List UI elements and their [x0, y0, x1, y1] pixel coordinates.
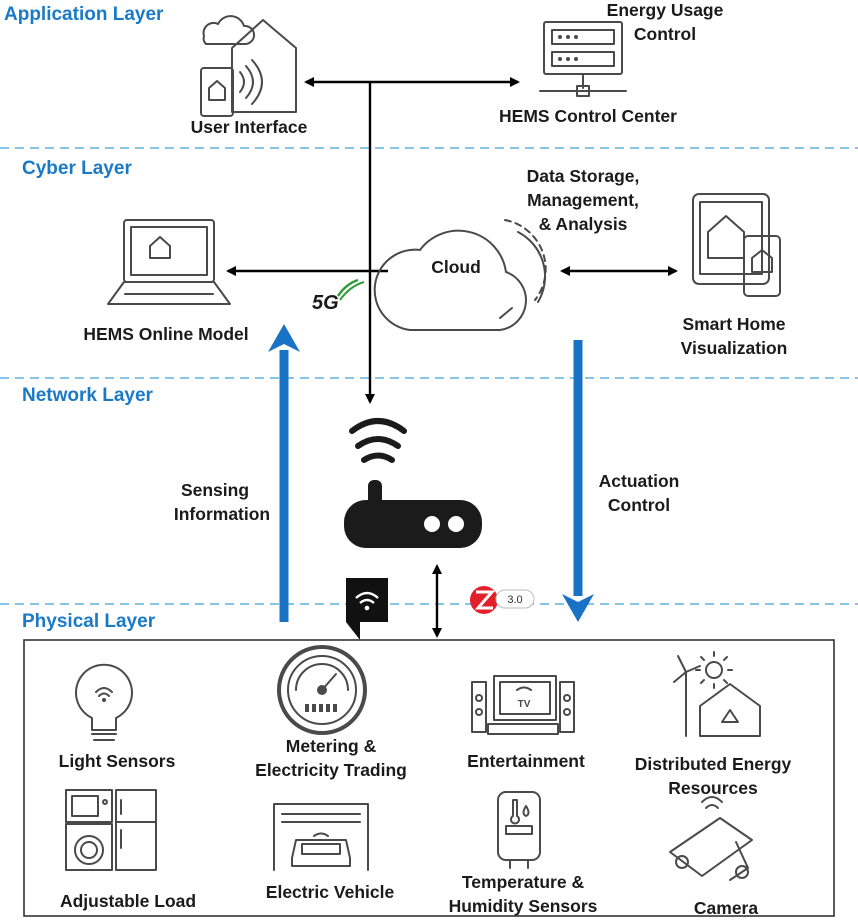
smart-home-label-2: Visualization — [681, 338, 788, 358]
user-interface-icon — [200, 15, 297, 117]
metering-label-2: Electricity Trading — [255, 760, 407, 780]
electric-vehicle-label: Electric Vehicle — [266, 882, 395, 902]
cloud-icon — [373, 219, 547, 331]
smart-home-label-1: Smart Home — [682, 314, 785, 334]
wifi-badge — [346, 578, 388, 640]
distributed-energy-label-1: Distributed Energy — [635, 754, 792, 774]
temperature-label-1: Temperature & — [462, 872, 585, 892]
tv-label: TV — [518, 699, 531, 710]
camera-label: Camera — [694, 898, 758, 918]
zigbee-version: 3.0 — [507, 594, 522, 606]
network-layer-title: Network Layer — [22, 385, 154, 406]
temperature-label-2: Humidity Sensors — [449, 896, 598, 916]
sensing-arrow-head — [268, 324, 300, 352]
cyber-layer-title: Cyber Layer — [22, 158, 132, 179]
physical-devices-box — [23, 639, 835, 917]
energy-usage-label-2: Control — [634, 24, 696, 44]
sensing-label-2: Information — [174, 504, 270, 524]
actuation-label-1: Actuation — [599, 471, 680, 491]
adjustable-load-label: Adjustable Load — [60, 891, 196, 911]
entertainment-label: Entertainment — [467, 751, 585, 771]
actuation-arrow-head — [562, 594, 594, 622]
zigbee-badge: 3.0 — [470, 586, 535, 614]
router-icon — [344, 418, 482, 548]
water-heater-sensor-icon — [497, 791, 541, 869]
appliances-icon — [65, 789, 157, 871]
hems-online-model-label: HEMS Online Model — [83, 324, 248, 344]
data-storage-label-1: Data Storage, — [527, 166, 640, 186]
metering-label-1: Metering & — [286, 736, 377, 756]
application-layer-title: Application Layer — [4, 4, 164, 25]
distributed-energy-label-2: Resources — [668, 778, 758, 798]
server-icon — [539, 21, 627, 97]
sensing-label-1: Sensing — [181, 480, 249, 500]
energy-usage-label-1: Energy Usage — [607, 0, 724, 20]
security-camera-icon — [669, 796, 753, 881]
5g-badge-text: 5G — [312, 292, 339, 314]
cloud-label: Cloud — [431, 257, 481, 277]
electric-vehicle-icon — [273, 803, 369, 871]
laptop-icon — [107, 219, 231, 305]
actuation-label-2: Control — [608, 495, 670, 515]
connection-lines — [226, 77, 678, 638]
tablet-phone-icon — [692, 193, 781, 297]
5g-badge: 5G — [312, 278, 365, 314]
user-interface-label: User Interface — [191, 117, 308, 137]
light-sensors-label: Light Sensors — [59, 751, 176, 771]
physical-layer-title: Physical Layer — [22, 611, 156, 632]
meter-gauge-icon — [277, 645, 367, 735]
tv-entertainment-icon — [471, 675, 575, 735]
data-storage-label-2: Management, — [527, 190, 639, 210]
light-bulb-icon — [75, 663, 133, 741]
layer-dividers — [0, 147, 858, 605]
data-storage-label-3: & Analysis — [539, 214, 628, 234]
energy-resources-icon — [673, 651, 761, 737]
blue-flow-arrows — [268, 324, 594, 622]
hems-control-center-label: HEMS Control Center — [499, 106, 677, 126]
